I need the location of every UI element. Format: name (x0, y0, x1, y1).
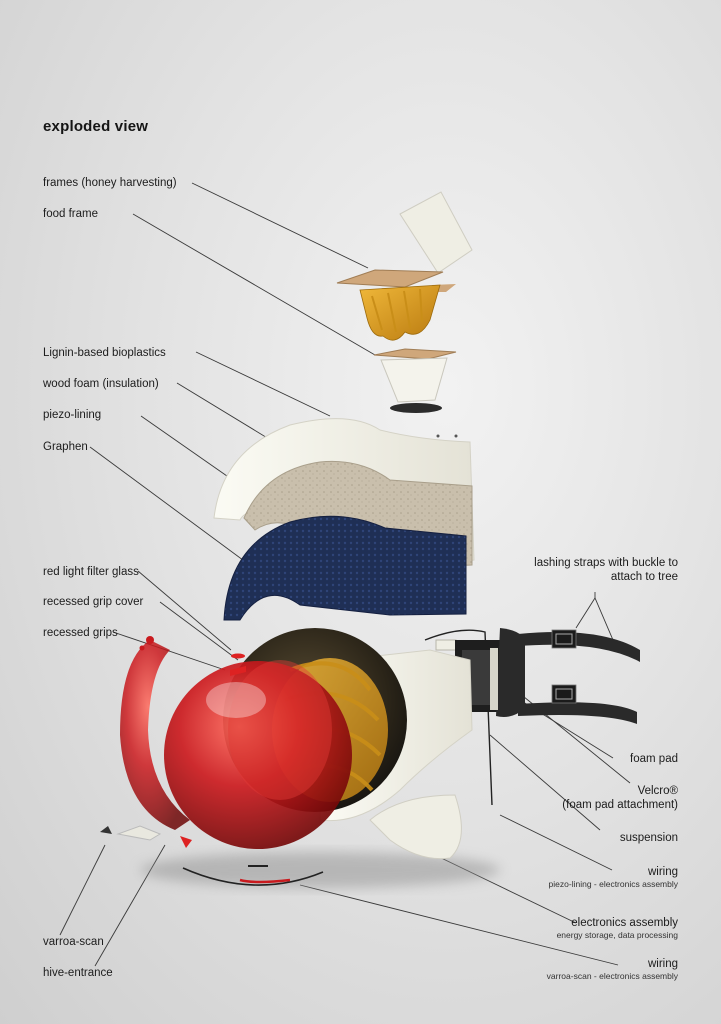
grip-cover-part (230, 666, 246, 676)
leader-frames (191, 182, 369, 269)
leader-wiring2 (299, 884, 619, 966)
label-velcro-line1: Velcro® (637, 785, 678, 797)
label-food-frame: food frame (43, 208, 98, 220)
label-red-glass: red light filter glass (43, 566, 139, 578)
label-wiring1-title: wiring (647, 866, 678, 878)
label-graphen: Graphen (43, 441, 88, 453)
label-grip-cover: recessed grip cover (43, 596, 144, 608)
red-glass-sphere (164, 653, 352, 867)
varroa-scan-parts (100, 825, 162, 841)
label-wood-foam: wood foam (insulation) (43, 378, 159, 390)
leader-varroa-scan (59, 844, 106, 936)
electronics-assembly-part (369, 794, 462, 860)
shell-piezo (223, 515, 467, 621)
label-wiring2-sub: varroa-scan - electronics assembly (546, 971, 678, 981)
label-velcro-line2: (foam pad attachment) (562, 799, 678, 811)
label-frames: frames (honey harvesting) (43, 177, 177, 189)
label-electronics: electronics assembly energy storage, dat… (557, 916, 678, 941)
label-wiring2-title: wiring (647, 958, 678, 970)
label-straps-line1: lashing straps with buckle to (534, 557, 678, 569)
leader-suspension (489, 734, 601, 831)
leader-wiring1 (499, 814, 613, 871)
label-electronics-sub: energy storage, data processing (556, 930, 678, 940)
label-grips: recessed grips (43, 627, 118, 639)
red-glass-outer (120, 636, 190, 830)
leader-food-frame (132, 213, 376, 356)
food-frame (373, 348, 457, 413)
label-piezo: piezo-lining (43, 409, 102, 421)
leader-red-glass (137, 570, 232, 651)
honey-frame (336, 269, 456, 341)
label-electronics-title: electronics assembly (571, 917, 678, 929)
label-lignin: Lignin-based bioplastics (43, 347, 166, 359)
label-foam-pad: foam pad (630, 753, 678, 765)
page-title: exploded view (43, 118, 149, 135)
base-ring (182, 867, 324, 886)
label-varroa-scan: varroa-scan (43, 936, 104, 948)
leader-graphen (89, 446, 271, 581)
frame-panel (399, 191, 473, 274)
lashing-straps (518, 629, 640, 724)
label-straps: lashing straps with buckle to attach to … (534, 556, 678, 584)
label-wiring2: wiring varroa-scan - electronics assembl… (547, 957, 678, 982)
leader-grip-cover (159, 601, 239, 661)
suspension-bracket (424, 628, 525, 806)
label-straps-line2: attach to tree (610, 571, 678, 583)
label-velcro: Velcro® (foam pad attachment) (562, 784, 678, 812)
label-hive-entrance: hive-entrance (43, 967, 113, 979)
leader-lignin (195, 351, 331, 417)
label-wiring1-sub: piezo-lining - electronics assembly (548, 879, 678, 889)
label-wiring1: wiring piezo-lining - electronics assemb… (549, 865, 678, 890)
label-suspension: suspension (619, 832, 678, 844)
